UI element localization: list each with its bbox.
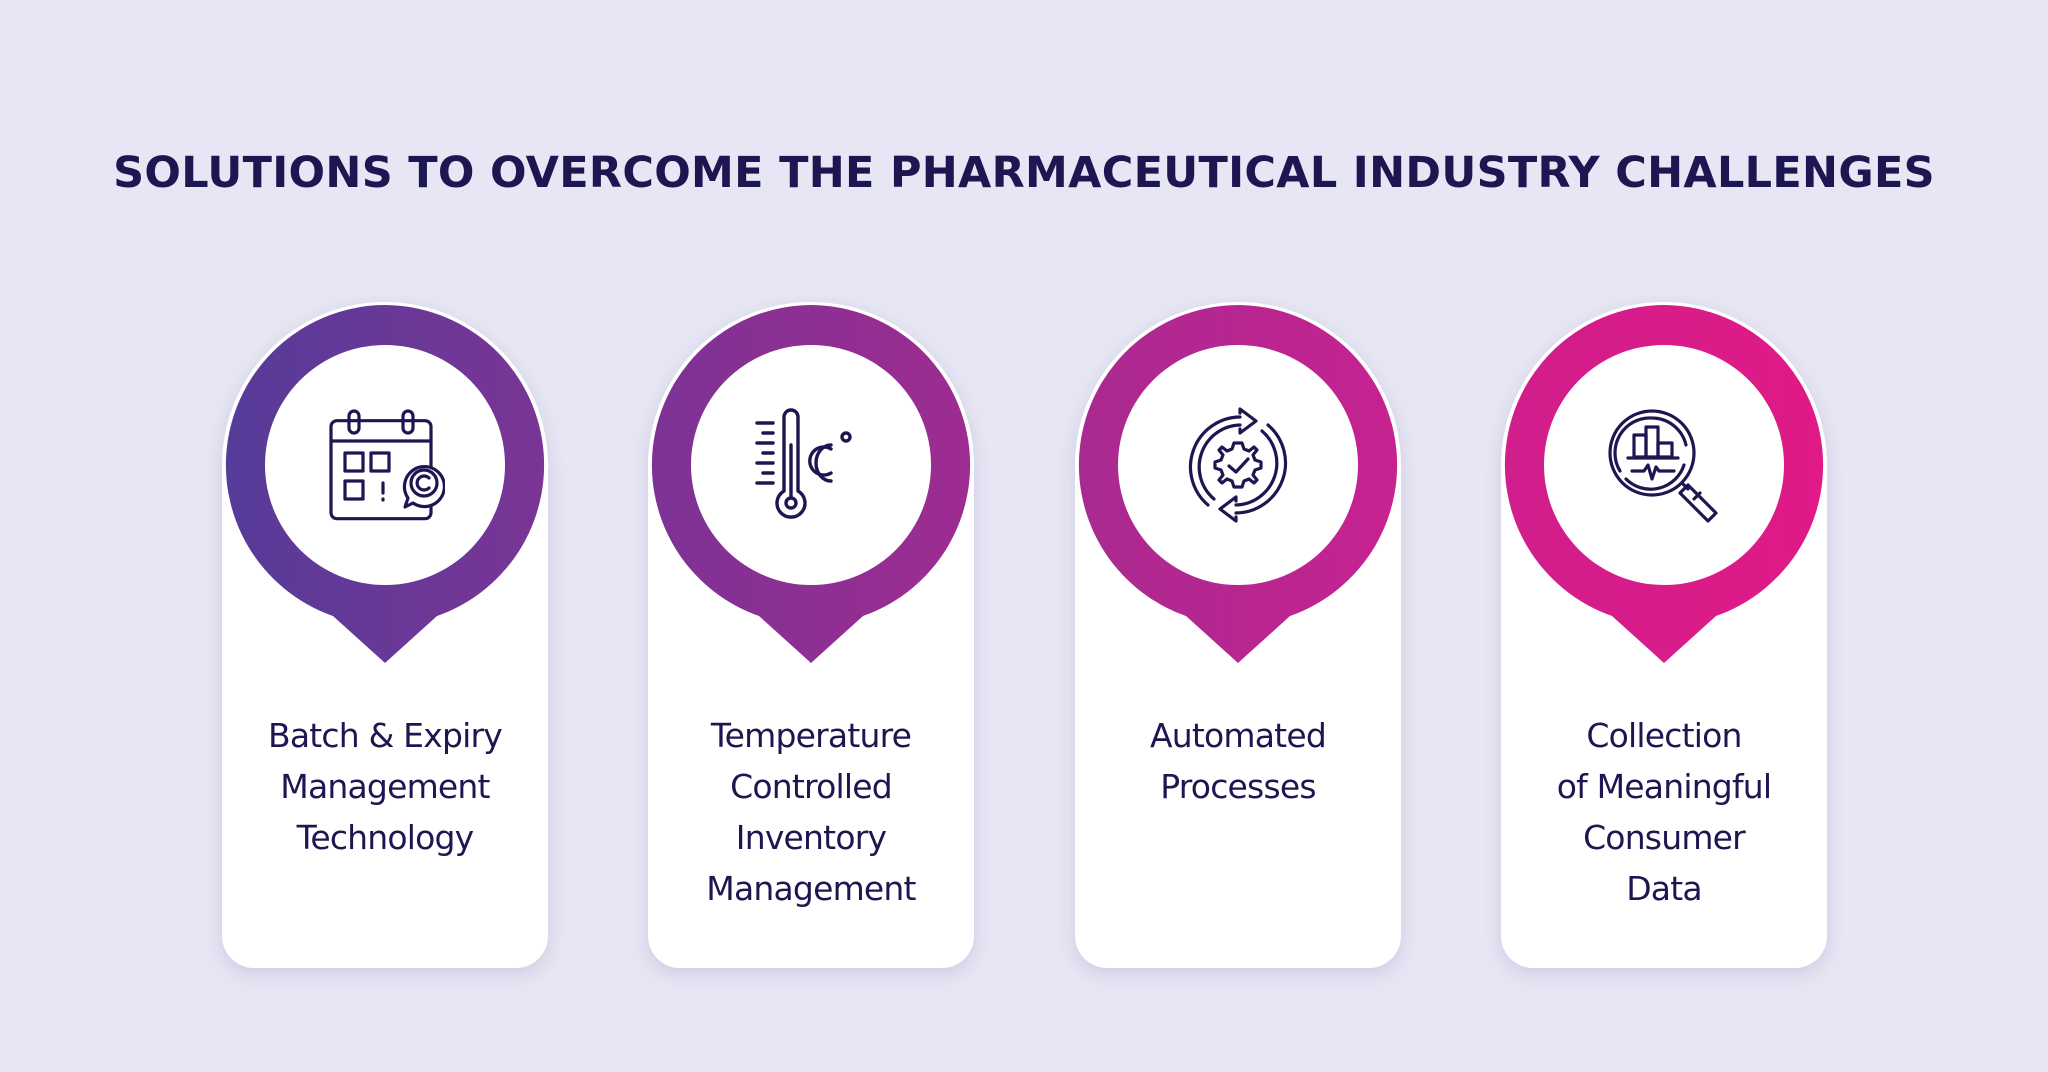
- card-label-line: Inventory: [735, 818, 887, 857]
- card-label-line: Management: [280, 767, 490, 806]
- card-label-line: Collection: [1586, 716, 1742, 755]
- card-label: Automated Processes: [1075, 710, 1401, 812]
- pin-badge: [1078, 305, 1398, 665]
- card-label-line: Management: [706, 869, 916, 908]
- pin-ring: [1078, 305, 1398, 663]
- automation-gear-cycle-icon: [1188, 407, 1288, 523]
- calendar-expiry-icon: [329, 409, 445, 521]
- card-label: Batch & Expiry Management Technology: [222, 710, 548, 863]
- card-label-line: Processes: [1160, 767, 1316, 806]
- card-label: Collection of Meaningful Consumer Data: [1501, 710, 1827, 914]
- pin-badge: [1504, 305, 1824, 665]
- thermometer-celsius-icon: [755, 408, 852, 519]
- pin-badge: [225, 305, 545, 665]
- solution-card-temperature-controlled: Temperature Controlled Inventory Managem…: [648, 302, 974, 968]
- solution-card-automated-processes: Automated Processes: [1075, 302, 1401, 968]
- pin-ring: [1504, 305, 1824, 663]
- page-title: SOLUTIONS TO OVERCOME THE PHARMACEUTICAL…: [113, 148, 1935, 198]
- card-label-line: Data: [1626, 869, 1702, 908]
- card-label-line: Batch & Expiry: [268, 716, 503, 755]
- pin-badge: [651, 305, 971, 665]
- card-label-line: Temperature: [710, 716, 912, 755]
- card-label-line: Automated: [1150, 716, 1327, 755]
- card-label: Temperature Controlled Inventory Managem…: [648, 710, 974, 914]
- solution-card-batch-expiry: Batch & Expiry Management Technology: [222, 302, 548, 968]
- pin-ring: [225, 305, 545, 663]
- card-label-line: Controlled: [730, 767, 893, 806]
- card-label-line: of Meaningful: [1556, 767, 1772, 806]
- magnifier-analytics-icon: [1608, 409, 1718, 523]
- card-label-line: Consumer: [1583, 818, 1746, 857]
- solution-card-consumer-data: Collection of Meaningful Consumer Data: [1501, 302, 1827, 968]
- card-label-line: Technology: [296, 818, 475, 857]
